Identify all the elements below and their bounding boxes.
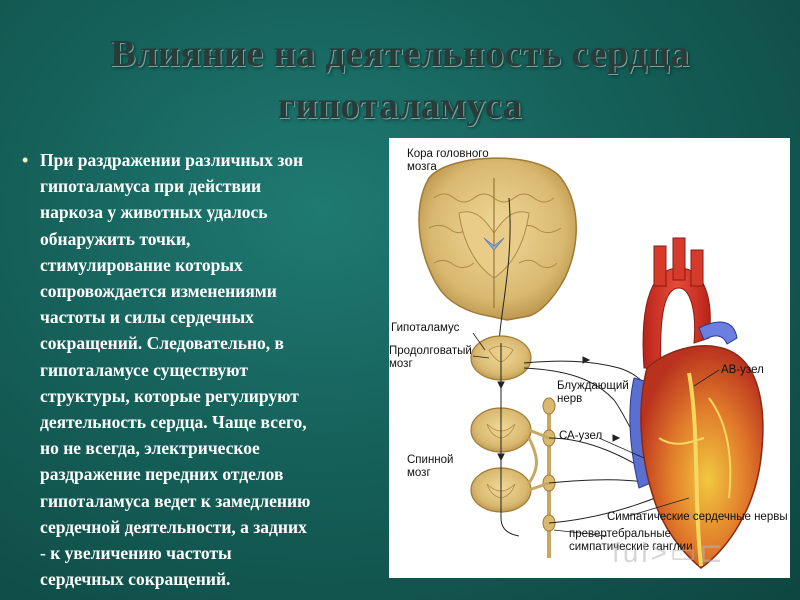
watermark: ful>▭⊏ [612, 537, 726, 568]
label-sa-node: СА-узел [559, 430, 603, 442]
label-hypothalamus: Гипоталамус [391, 322, 460, 334]
title-line-2: гипоталамуса [277, 85, 523, 127]
label-cortex: Кора головного мозга [407, 148, 489, 173]
label-sympathetic-nerves: Симпатические сердечные нервы [607, 511, 788, 523]
brain-section [418, 157, 577, 321]
bullet-text: При раздражении различных зон гипоталаму… [40, 150, 311, 590]
label-vagus-nerve: Блуждающий нерв [557, 380, 629, 405]
label-prevertebral-ganglia: превертебральные симпатические ганглии [569, 528, 693, 553]
label-av-node: АВ-узел [721, 364, 764, 376]
slide-title: Влияние на деятельность сердца гипоталам… [0, 28, 800, 132]
heart-regulation-diagram: Кора головного мозга Гипоталамус Продолг… [389, 138, 790, 578]
label-spinal-cord: Спинной мозг [407, 454, 454, 479]
heart-illustration [629, 237, 764, 569]
sympathetic-chain [527, 397, 556, 558]
label-medulla: Продолговатый мозг [389, 345, 472, 370]
bullet-dot-icon: • [22, 150, 29, 170]
diagram-illustration [418, 157, 764, 569]
title-line-1: Влияние на деятельность сердца [110, 33, 690, 75]
